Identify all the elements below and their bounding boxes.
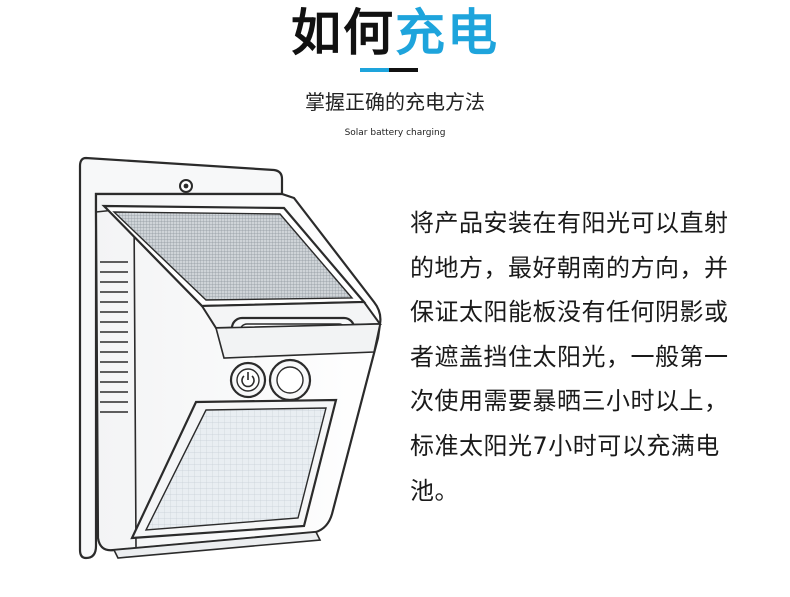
vent-slots	[100, 261, 128, 413]
description-line: 保证太阳能板没有任何阴影或	[410, 298, 729, 327]
power-button	[229, 361, 267, 399]
led-panel	[130, 398, 338, 540]
motion-sensor	[268, 358, 312, 402]
solar-wall-light-illustration	[78, 156, 382, 560]
subtitle-english: Solar battery charging	[344, 128, 446, 138]
charging-description: 将产品安装在有阳光可以直射 的地方，最好朝南的方向，并 保证太阳能板没有任何阴影…	[410, 201, 760, 513]
description-line: 将产品安装在有阳光可以直射	[410, 209, 729, 237]
page-title: 如何充电	[0, 2, 790, 64]
description-line: 次使用需要暴晒三小时以上，	[410, 387, 729, 416]
description-line: 者遮盖挡住太阳光，一般第一	[410, 342, 729, 371]
title-part-2-highlight: 充电	[395, 4, 499, 62]
description-line: 标准太阳光7小时可以充满电	[410, 431, 720, 460]
subtitle: 掌握正确的充电方法	[305, 90, 485, 114]
title-part-1: 如何	[291, 4, 395, 62]
title-divider	[360, 68, 418, 72]
divider-accent-segment	[360, 68, 389, 72]
description-line: 的地方，最好朝南的方向，并	[410, 253, 729, 282]
power-icon	[241, 375, 255, 388]
divider-dark-segment	[389, 68, 418, 72]
description-line: 池。	[410, 476, 459, 505]
mounting-plate	[78, 156, 284, 560]
